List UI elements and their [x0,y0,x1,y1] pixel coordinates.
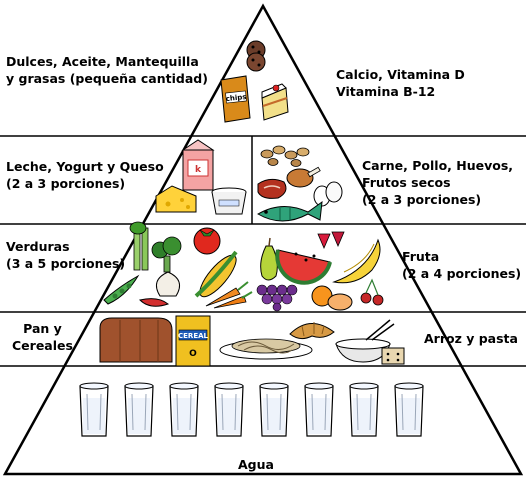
level-2-left-line-2: (2 a 3 porciones) [6,176,126,191]
strawberries-icon [317,231,345,250]
level-2-right-line-3: (2 a 3 porciones) [362,192,482,207]
level-2-left-line-1: Leche, Yogurt y Queso [6,159,164,174]
level-4-left-line-2: Cereales [12,338,73,353]
level-1-left-line-2: y grasas (pequeña cantidad) [6,71,208,86]
rice-bowl-icon [335,319,395,363]
chicken-leg-icon [286,166,321,188]
fish-icon [257,200,323,222]
chips-bag-icon: chips [220,75,251,123]
water-glass-icon [394,382,424,437]
garlic-icon [155,271,181,297]
eggs-icon [313,181,343,207]
svg-text:k: k [195,165,202,175]
level-1-right-label: Calcio, Vitamina D Vitamina B-12 [336,66,465,100]
level-1-right-line-2: Vitamina B-12 [336,84,436,99]
pepper-icon [139,298,170,307]
peach-icon [327,293,353,311]
level-4-right-line-1: Arroz y pasta [424,331,518,346]
level-4-left-line-1: Pan y [23,321,62,336]
water-glass-icon [304,382,334,437]
level-4-left-label: Pan y Cereales [12,320,73,354]
level-1-left-line-1: Dulces, Aceite, Mantequilla [6,54,199,69]
water-glass-icon [124,382,154,437]
water-glass-icon [259,382,289,437]
level-2-right-line-1: Carne, Pollo, Huevos, [362,158,514,173]
cheese-icon [155,185,197,213]
level-3-left-line-2: (3 a 5 porciones) [6,256,126,271]
broccoli-icon [151,236,182,273]
milk-carton-icon: k [181,139,215,191]
water-glass-icon [349,382,379,437]
corn-icon [194,250,238,298]
banana-icon [332,238,381,284]
watermelon-icon [275,249,332,285]
cookie-icon [246,40,266,72]
cereal-o-label: O [189,349,197,359]
celery-icon [129,221,149,271]
water-glass-icon [214,382,244,437]
steak-icon [257,178,287,199]
base-label: Agua [238,457,274,472]
cake-slice-icon [261,83,289,121]
level-3-left-line-1: Verduras [6,239,70,254]
yogurt-cup-icon [211,187,247,215]
level-1-left-label: Dulces, Aceite, Mantequilla y grasas (pe… [6,53,208,87]
level-3-left-label: Verduras (3 a 5 porciones) [6,238,125,272]
level-3-right-label: Fruta (2 a 4 porciones) [402,248,521,282]
level-1-right-line-1: Calcio, Vitamina D [336,67,465,82]
level-3-right-line-2: (2 a 4 porciones) [402,266,522,281]
level-2-right-label: Carne, Pollo, Huevos, Frutos secos (2 a … [362,157,513,208]
carrots-icon [205,281,253,309]
water-glass-icon [169,382,199,437]
tomato-icon [193,227,221,255]
chips-label: chips [225,93,246,103]
cereal-label: CEREAL [178,332,209,340]
water-glasses [79,382,424,437]
crackers-icon [381,347,405,365]
cereal-box-icon: CEREAL O [175,315,211,367]
peas-icon [103,274,140,305]
level-2-left-label: Leche, Yogurt y Queso (2 a 3 porciones) [6,158,164,192]
level-2-right-line-2: Frutos secos [362,175,451,190]
water-glass-icon [79,382,109,437]
cherries-icon [360,278,384,306]
bread-loaf-icon [99,317,173,363]
level-3-right-line-1: Fruta [402,249,440,264]
level-4-right-label: Arroz y pasta [424,330,518,347]
croissant-icon [289,322,335,340]
pasta-plate-icon [219,338,313,360]
nuts-icon [260,145,310,167]
grapes-icon [256,284,298,312]
